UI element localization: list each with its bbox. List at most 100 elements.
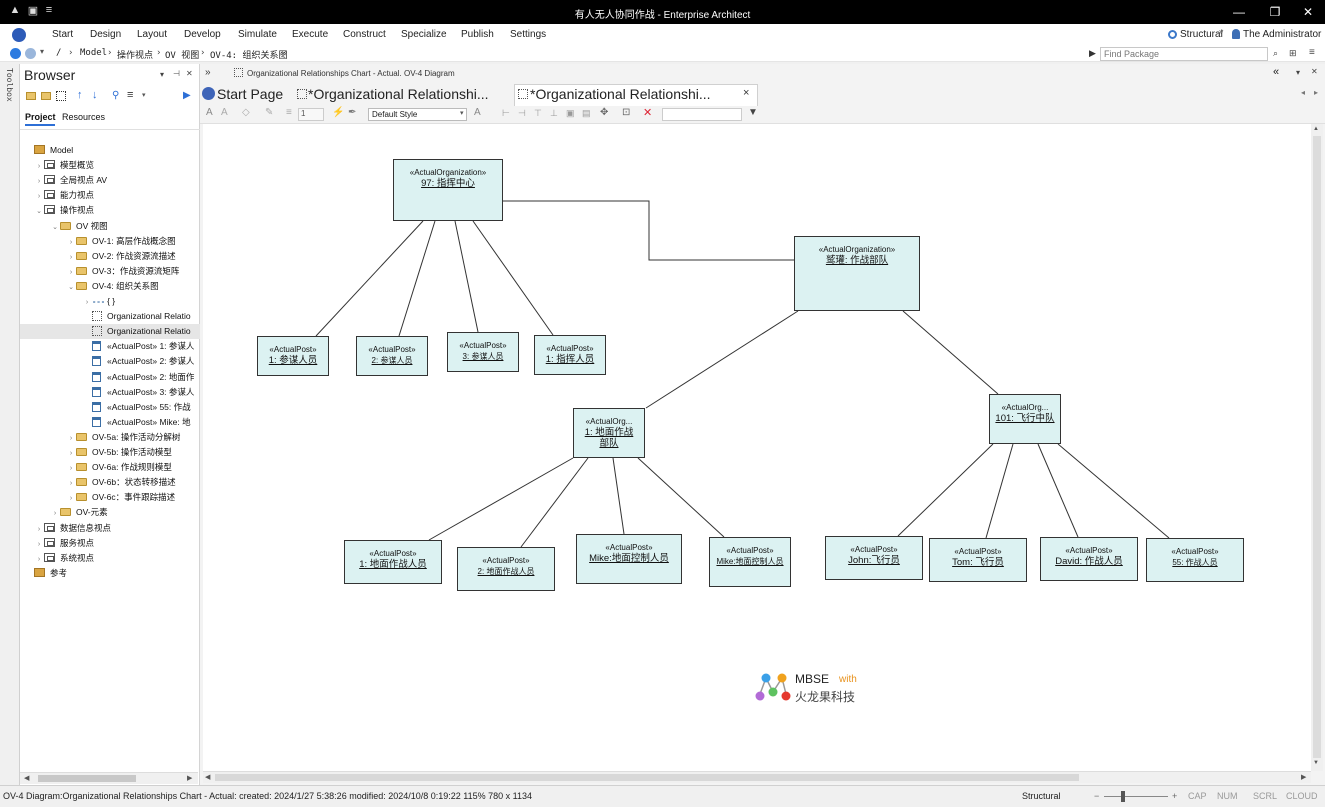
actual-post-node[interactable]: «ActualPost»1: 地面作战人员 [344,540,442,584]
ea-orb-icon[interactable] [12,28,26,42]
close-button[interactable]: ✕ [1302,5,1314,19]
menu-construct[interactable]: Construct [343,29,386,40]
delete-icon[interactable]: ✕ [643,107,653,119]
canvas-hscrollbar[interactable]: ◀ ▶ [203,771,1311,783]
scroll-right-icon[interactable]: ▶ [187,775,193,782]
go-arrow-icon[interactable]: ▶ [1089,48,1096,58]
close-panel-icon[interactable]: ✕ [186,69,193,78]
tree-item[interactable]: Organizational Relatio [82,309,198,324]
scroll-thumb[interactable] [38,775,136,782]
nav-dropdown-icon[interactable]: ▾ [40,47,45,56]
actual-post-node[interactable]: «ActualPost»John:飞行员 [825,536,923,580]
expand-icon[interactable]: › [69,465,73,473]
menu-start[interactable]: Start [52,29,74,40]
tree-item[interactable]: ›OV-6a: 作战规则模型 [66,460,198,475]
tree-item[interactable]: ›系统视点 [34,551,198,566]
actual-post-node[interactable]: «ActualPost»1: 指挥人员 [534,335,606,375]
tree-item[interactable]: ⌄OV-4: 组织关系图 [66,279,198,294]
zoom-slider-track[interactable] [1104,796,1168,797]
tree-item[interactable]: ›∘∘∘ { } [82,294,198,309]
expand-icon[interactable]: › [69,495,73,503]
save-icon[interactable]: ▣ [27,5,39,17]
tree-item[interactable]: ›数据信息视点 [34,521,198,536]
tab-start-page[interactable]: Start Page [217,86,284,102]
actual-post-node[interactable]: «ActualPost»Tom: 飞行员 [929,538,1027,582]
find-package-input[interactable]: Find Package [1100,47,1268,61]
browser-options-icon[interactable]: ≡ [127,89,134,101]
tree-item[interactable]: «ActualPost» 1: 参谋人 [82,339,198,354]
chevron-down-icon[interactable]: ˅ [1219,28,1224,37]
expand-icon[interactable]: › [53,510,57,518]
breadcrumb-model[interactable]: Model [80,48,108,58]
forward-icon[interactable] [25,48,36,59]
connector-line[interactable] [472,220,554,336]
menu-specialize[interactable]: Specialize [401,29,447,40]
tree-item[interactable]: ›OV-6c：事件跟踪描述 [66,490,198,505]
tree-item[interactable]: ⌄OV 视图 [50,219,198,234]
connector-line[interactable] [902,310,999,395]
breadcrumb-ov4[interactable]: OV-4: 组织关系图 [210,51,288,61]
collapse-icon[interactable]: ⌄ [68,283,74,291]
tree-item[interactable]: ›OV-3：作战资源流矩阵 [66,264,198,279]
connector-line[interactable] [645,310,799,409]
filter-icon[interactable]: ▼ [748,107,758,118]
line-color-icon[interactable]: ✎ [265,107,274,118]
tab-project[interactable]: Project [25,112,56,122]
tree-item[interactable]: ›OV-1: 高层作战概念图 [66,234,198,249]
back-icon[interactable] [10,48,21,59]
line-width-select[interactable]: 1 [298,108,324,121]
tree-item[interactable]: Model [24,143,198,158]
breadcrumb-ov-view[interactable]: OV 视图 [165,51,200,61]
minimize-button[interactable]: — [1233,5,1245,19]
collapse-icon[interactable]: ⌄ [36,208,42,216]
zoom-out-button[interactable]: − [1094,791,1100,801]
actual-post-node[interactable]: «ActualPost»2: 地面作战人员 [457,547,555,591]
menu-layout[interactable]: Layout [137,29,168,40]
menu-develop[interactable]: Develop [184,29,221,40]
tabs-next-icon[interactable]: ▸ [1314,88,1319,97]
layout-icon[interactable]: ✥ [600,107,609,118]
tabs-dropdown-icon[interactable]: ▾ [1296,68,1301,77]
connector-line[interactable] [520,457,589,548]
connector-line[interactable] [398,220,436,337]
tree-item[interactable]: 参考 [24,566,198,581]
tree-item[interactable]: ›OV-5b: 操作活动模型 [66,445,198,460]
tree-item[interactable]: Organizational Relatio [20,324,200,340]
text-format-icon[interactable]: A [474,107,481,118]
expand-icon[interactable]: › [37,525,41,533]
scroll-right-icon[interactable]: ▶ [1301,774,1307,781]
zoom-in-button[interactable]: + [1172,791,1178,801]
tree-item[interactable]: «ActualPost» 2: 地面作 [82,370,198,385]
menu-design[interactable]: Design [90,29,122,40]
tree-item[interactable]: «ActualPost» 55: 作战 [82,400,198,415]
menu-settings[interactable]: Settings [510,29,547,40]
tabs-prev-icon[interactable]: ◂ [1301,88,1306,97]
hscroll-thumb[interactable] [215,774,1079,781]
scroll-left-icon[interactable]: ◀ [24,775,30,782]
actual-post-node[interactable]: «ActualPost»55: 作战人员 [1146,538,1244,582]
move-down-icon[interactable]: ↓ [92,89,98,101]
distribute-icon[interactable]: ▤ [582,108,591,118]
align-center-icon[interactable]: ⊣ [518,108,526,118]
actual-organization-node[interactable]: «ActualOrg...1: 地面作战部队 [573,408,645,458]
move-up-icon[interactable]: ↑ [77,89,83,101]
connector-line[interactable] [985,443,1014,539]
menu-execute[interactable]: Execute [292,29,329,40]
collapse-left-icon[interactable]: « [1273,66,1280,78]
fill-color-icon[interactable]: ◇ [242,107,250,118]
expand-icon[interactable]: › [37,555,41,563]
actual-post-node[interactable]: «ActualPost»3: 参谋人员 [447,332,519,372]
vscroll-thumb[interactable] [1313,136,1321,758]
actual-post-node[interactable]: «ActualPost»Mike:地面控制人员 [709,537,791,587]
tree-item[interactable]: ›全局视点 AV [34,173,198,188]
align-top-icon[interactable]: ⊤ [534,108,542,118]
tab-close-icon[interactable]: × [743,87,750,99]
toolbox-label[interactable]: Toolbox [5,68,14,102]
tree-item[interactable]: ›OV-5a: 操作活动分解树 [66,430,198,445]
search-icon[interactable]: ⌕ [1273,48,1279,58]
locate-icon[interactable]: ⚲ [112,90,120,101]
tree-item[interactable]: ›服务视点 [34,536,198,551]
chevron-down-icon[interactable]: ▾ [460,110,464,117]
expand-right-icon[interactable]: ▶ [183,90,191,101]
font-color-icon[interactable]: A [221,107,228,118]
